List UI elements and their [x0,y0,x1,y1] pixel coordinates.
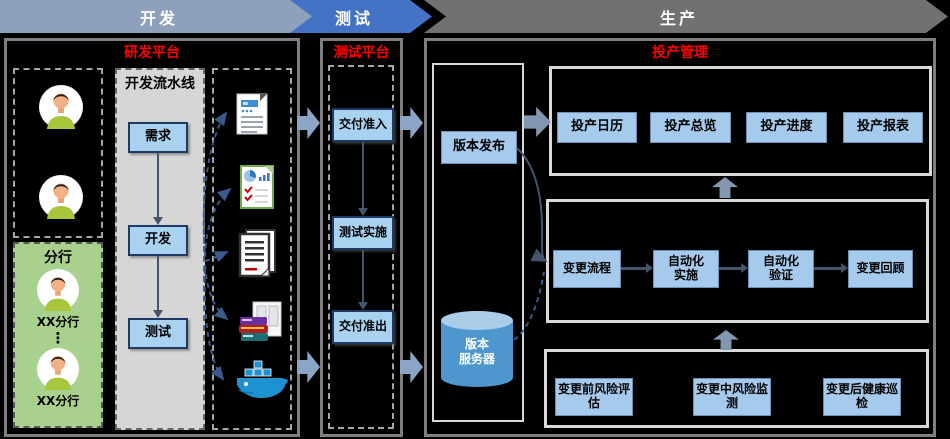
text-document-icon [238,228,278,282]
person-icon [37,269,79,311]
pipeline-step-develop: 开发 [128,225,188,256]
up-arrow-icon [713,330,739,350]
down-arrow [153,153,163,225]
person-icon [39,85,83,129]
dev-platform-panel: 研发平台 [4,38,300,437]
up-arrow-icon [712,177,738,198]
person-icon [39,175,83,219]
person-icon [37,347,79,390]
stage-label: 开发 [139,8,178,28]
test-platform-panel: 测试平台 交付准入 测试实施 交付准出 [320,38,403,437]
document-icon [236,92,270,140]
dev-pipeline-column: 开发流水线 需求 开发 测试 [115,68,205,430]
branch-item-label: XX分行 [36,315,80,329]
prod-management-panel: 投产管理 版本发布 版本 服务器 投产日历 投产总览 投产进度 投产报表 变更流… [424,38,936,437]
avatar [39,175,83,223]
change-review-box: 变更回顾 [848,250,913,288]
ops-calendar-box: 投产日历 [557,112,637,143]
flow-arrow-test-to-prod-bottom [400,351,423,383]
change-box: 变更流程 自动化 实施 自动化 验证 变更回顾 [546,199,929,323]
flow-arrow-dev-to-test-bottom [297,351,320,383]
ops-report-box: 投产报表 [843,112,923,143]
pipeline-title: 开发流水线 [125,76,195,92]
ops-progress-box: 投产进度 [746,112,827,143]
avatar [39,85,83,133]
ellipsis: ⋮ [50,329,66,347]
down-arrow [358,250,368,310]
version-column-box: 版本发布 版本 服务器 [432,63,524,422]
stage-label: 测试 [334,8,373,28]
flow-arrow-test-to-prod-top [400,107,423,139]
stage-arrow-prod: 生产 [424,0,948,33]
stage-arrow-dev: 开发 [0,0,318,33]
server-label: 版本 服务器 [458,337,495,366]
down-arrow [358,142,368,216]
panel-title: 投产管理 [652,45,708,61]
risk-pre-box: 变更前风险评 估 [555,378,633,416]
release-box: 版本发布 [441,131,517,164]
dev-artifacts-box [212,68,292,430]
down-arrow [153,256,163,318]
risk-box: 变更前风险评 估 变更中风险监 测 变更后健康巡 检 [544,349,929,428]
branch-item-label: XX分行 [36,393,80,408]
pipeline-step-test: 测试 [128,318,188,349]
panel-title: 研发平台 [124,45,180,61]
docker-icon [233,360,289,406]
ops-box: 投产日历 投产总览 投产进度 投产报表 [549,66,932,176]
report-icon [240,165,274,213]
pipeline-step-requirements: 需求 [128,122,188,153]
auto-verify-box: 自动化 验证 [748,250,814,288]
right-arrow [621,263,653,273]
database-icon: 版本 服务器 [441,311,513,387]
branch-title: 分行 [44,250,72,266]
risk-post-box: 变更后健康巡 检 [823,378,901,416]
right-arrow [814,263,848,273]
cylinder-bottom [441,368,513,387]
branch-box: 分行 XX分行 ⋮ XX分行 [13,242,103,428]
panel-title: 测试平台 [333,45,390,61]
auto-implement-box: 自动化 实施 [653,250,719,288]
dev-roles-box [13,68,103,238]
risk-during-box: 变更中风险监 测 [693,378,771,416]
right-arrow [719,263,748,273]
ops-overview-box: 投产总览 [650,112,731,143]
change-process-box: 变更流程 [553,250,621,288]
test-step-exit: 交付准出 [332,310,394,344]
archive-icon [237,300,283,348]
test-step-execute: 测试实施 [332,216,394,250]
right-arrow-icon [524,107,551,137]
cylinder-top [441,311,513,330]
flow-arrow-dev-to-test-top [297,107,320,139]
test-step-entry: 交付准入 [332,108,394,142]
stage-label: 生产 [659,8,698,28]
stage-arrow-test: 测试 [290,0,432,33]
